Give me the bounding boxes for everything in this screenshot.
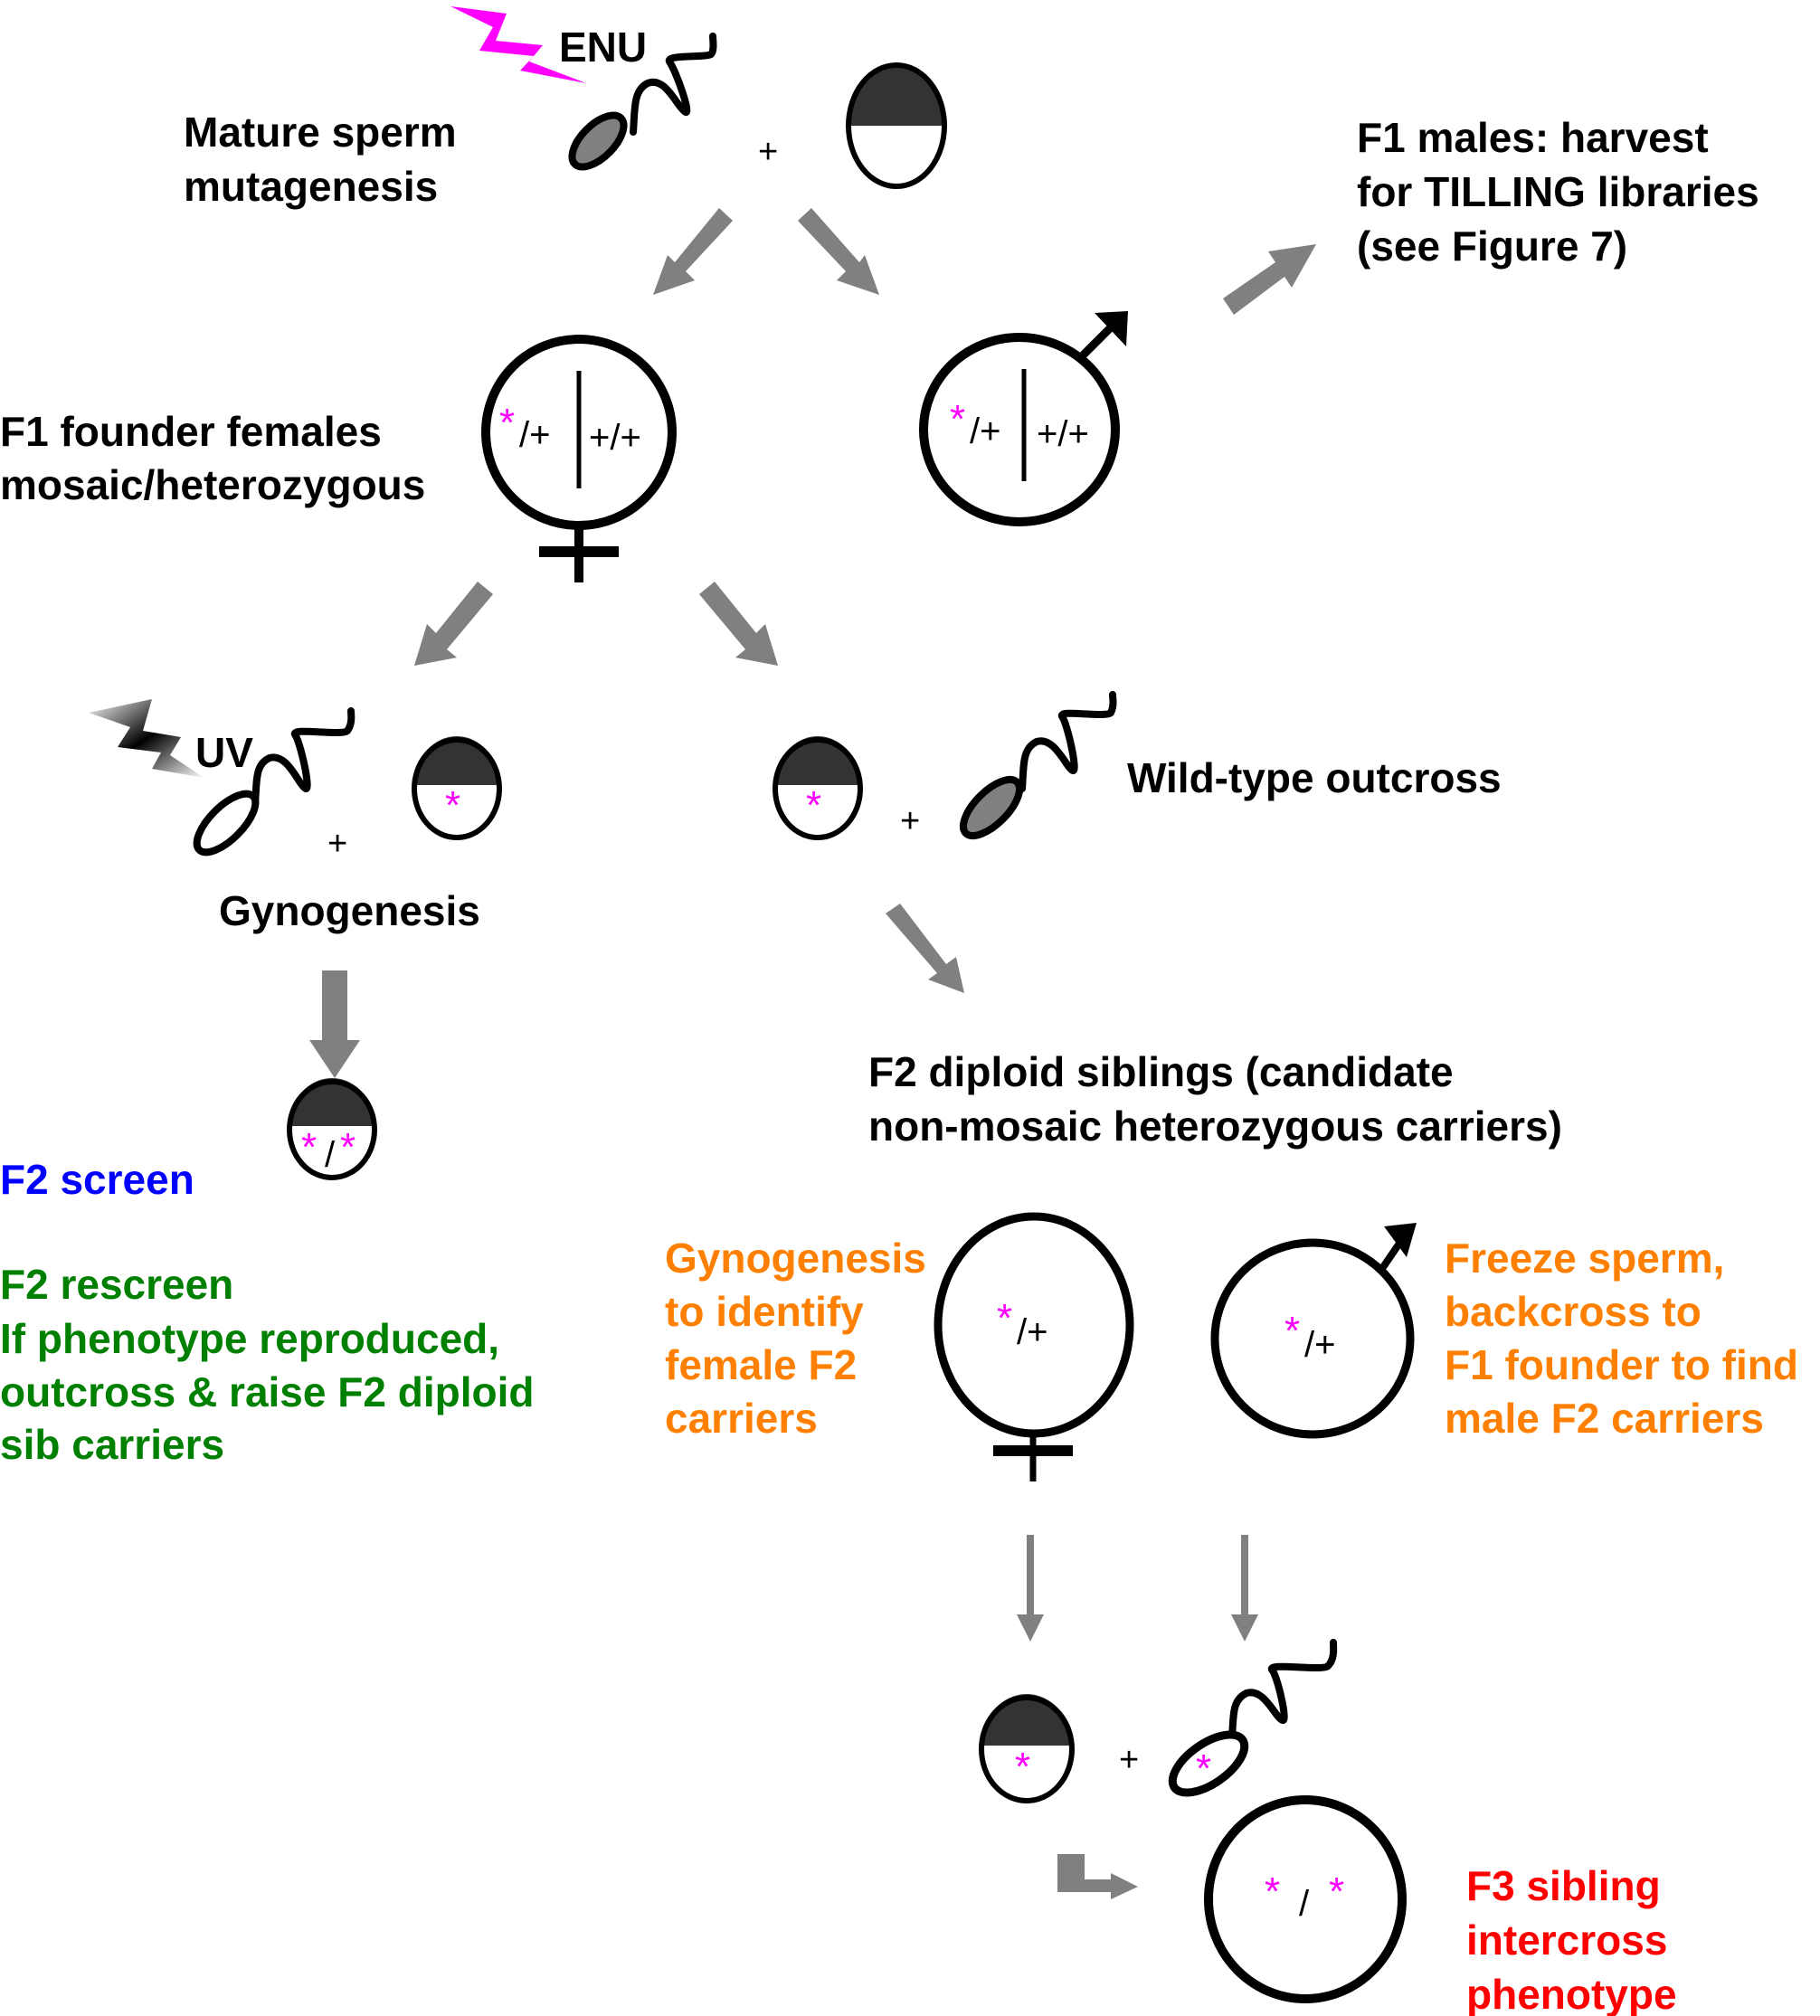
arrow-to-f1-male <box>798 208 879 295</box>
f2-rescreen-line2: If phenotype reproduced, <box>0 1315 499 1362</box>
gyno-note-line4: carriers <box>665 1395 818 1442</box>
mutagenesis-label: mutagenesis <box>184 163 438 210</box>
plus-sign: + <box>1119 1741 1139 1779</box>
gyno-note-line1: Gynogenesis <box>665 1235 926 1282</box>
f3-star-2: * <box>1329 1869 1344 1914</box>
freeze-note-line4: male F2 carriers <box>1445 1395 1764 1442</box>
gynogenesis-label: Gynogenesis <box>219 887 480 934</box>
f1-founder-females-label: F1 founder females <box>0 408 382 455</box>
f2-female-genotype: /+ <box>1017 1312 1047 1352</box>
arrow-to-f1-female <box>653 208 733 295</box>
f2-male-symbol <box>1210 1223 1417 1439</box>
freeze-note-line1: Freeze sperm, <box>1445 1235 1724 1282</box>
f2-male-genotype: /+ <box>1304 1325 1335 1365</box>
plus-sign: + <box>758 133 778 171</box>
gyno-egg-mutation-star: * <box>445 783 460 828</box>
f3-egg-mutation-star: * <box>1015 1745 1030 1789</box>
outcross-egg-mutation-star: * <box>806 783 821 828</box>
f1-male-right-genotype: +/+ <box>1037 414 1089 454</box>
enu-label: ENU <box>559 24 647 71</box>
egg-icon-gynogenesis <box>412 736 502 840</box>
f2-diploid-siblings-line2: non-mosaic heterozygous carriers) <box>868 1103 1562 1150</box>
f3-sperm-mutation-star: * <box>1196 1746 1211 1791</box>
f3-slash: / <box>1299 1884 1310 1924</box>
arrow-to-f2-screen <box>309 970 360 1078</box>
f1-male-symbol <box>919 311 1128 526</box>
f1-males-label-line2: for TILLING libraries <box>1357 168 1759 215</box>
f3-circle <box>1204 1795 1407 2003</box>
arrow-male-to-f3-sperm <box>1231 1535 1258 1642</box>
arrow-to-f2-siblings <box>886 904 964 993</box>
f1-male-mutation-star: * <box>950 397 965 441</box>
f2-diploid-siblings-line1: F2 diploid siblings (candidate <box>868 1048 1454 1095</box>
sperm-icon-mutagenized <box>568 33 717 171</box>
f2-female-symbol <box>934 1212 1134 1481</box>
f1-female-symbol <box>481 335 677 582</box>
sperm-icon-wildtype <box>959 691 1117 840</box>
f2-rescreen-line4: sib carriers <box>0 1421 224 1468</box>
arrow-female-to-f3-egg <box>1017 1535 1044 1642</box>
f3-label-line1: F3 sibling <box>1466 1862 1661 1909</box>
f2-rescreen-line3: outcross & raise F2 diploid <box>0 1368 534 1415</box>
f3-label-line3: phenotype <box>1466 1971 1677 2016</box>
sperm-icon-f3-carrier <box>1168 1639 1338 1797</box>
freeze-note-line3: F1 founder to find <box>1445 1341 1798 1388</box>
f2-screen-label: F2 screen <box>0 1156 194 1203</box>
f1-female-left-genotype: /+ <box>519 415 550 455</box>
f3-label-line2: intercross <box>1466 1917 1667 1964</box>
mature-sperm-label: Mature sperm <box>184 109 457 156</box>
f2-screen-star-1: * <box>301 1125 317 1169</box>
f2-female-mutation-star: * <box>997 1296 1012 1340</box>
f2-screen-star-2: * <box>340 1125 355 1169</box>
egg-icon-wildtype <box>846 62 947 189</box>
f1-males-label-line3: (see Figure 7) <box>1357 222 1627 270</box>
f2-male-mutation-star: * <box>1284 1309 1300 1353</box>
f2-screen-slash: / <box>325 1135 336 1175</box>
f3-star-1: * <box>1265 1869 1280 1914</box>
mosaic-heterozygous-label: mosaic/heterozygous <box>0 461 425 508</box>
enu-lightning-icon <box>450 6 586 83</box>
egg-icon-outcross <box>773 736 863 840</box>
uv-lightning-icon <box>89 699 204 778</box>
f1-female-right-genotype: +/+ <box>589 418 641 458</box>
arrow-to-outcross <box>699 582 778 666</box>
sperm-icon-uv-irradiated <box>193 707 355 857</box>
arrow-to-tilling <box>1223 244 1316 315</box>
f1-male-left-genotype: /+ <box>970 412 1000 451</box>
gyno-note-line3: female F2 <box>665 1341 857 1388</box>
f1-female-mutation-star: * <box>499 401 515 445</box>
f2-rescreen-line1: F2 rescreen <box>0 1261 233 1308</box>
freeze-note-line2: backcross to <box>1445 1288 1702 1335</box>
f1-males-label-line1: F1 males: harvest <box>1357 114 1709 161</box>
gyno-note-line2: to identify <box>665 1288 864 1335</box>
egg-icon-f3-cross <box>979 1694 1075 1803</box>
uv-label: UV <box>195 729 253 776</box>
elbow-arrow-to-f3 <box>1057 1854 1138 1899</box>
plus-sign: + <box>900 802 920 840</box>
arrow-to-gynogenesis <box>414 582 493 666</box>
wild-type-outcross-label: Wild-type outcross <box>1127 754 1502 801</box>
plus-sign: + <box>327 825 347 863</box>
egg-icon-f2-screen <box>287 1078 377 1180</box>
